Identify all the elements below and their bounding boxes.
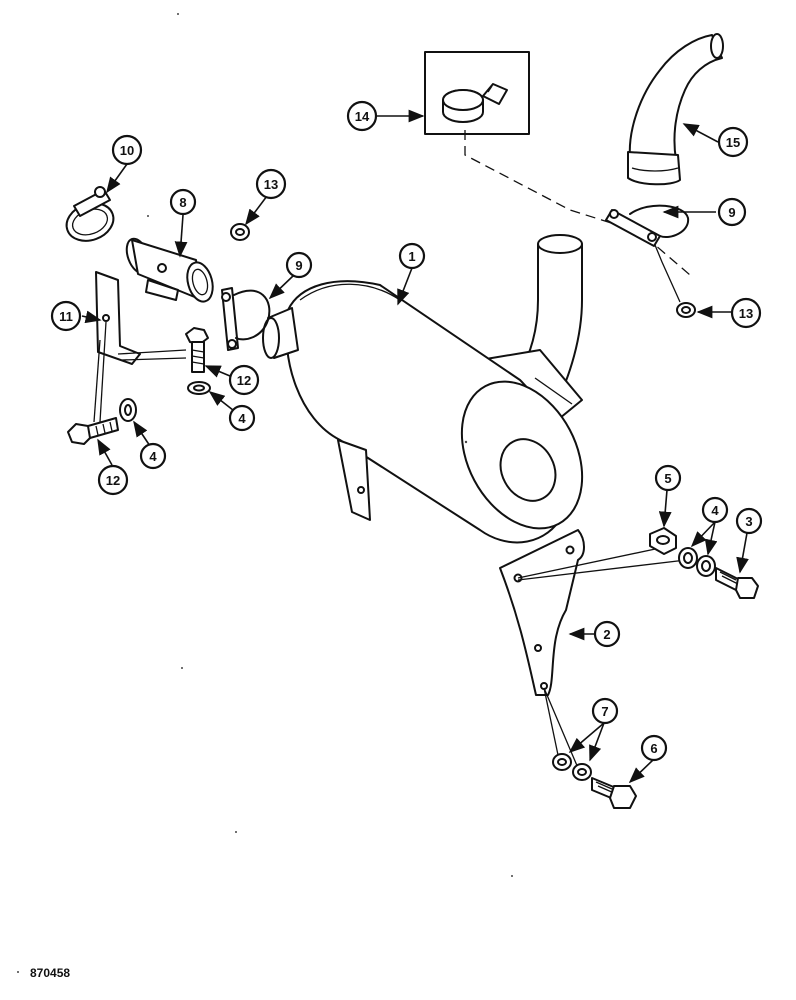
rain-cap-detail-box (424, 51, 530, 135)
svg-text:4: 4 (238, 411, 246, 426)
hex-bolt-horizontal (67, 417, 119, 445)
svg-text:9: 9 (728, 205, 735, 220)
hex-bolt-vertical (185, 327, 209, 373)
callout-13-left: 13 (255, 168, 287, 200)
u-bolt-clamp-right (605, 204, 690, 247)
svg-text:4: 4 (711, 503, 719, 518)
exhaust-elbow-pipe (627, 33, 724, 186)
angle-bracket (95, 271, 141, 365)
callout-4-left-lower: 4 (139, 442, 167, 470)
svg-text:13: 13 (739, 306, 753, 321)
callout-15: 15 (717, 126, 749, 158)
support-bracket (499, 529, 585, 696)
lock-washer-left (230, 223, 250, 241)
muffler-body (262, 234, 584, 544)
callout-7: 7 (591, 697, 619, 725)
callout-13-right: 13 (730, 297, 762, 329)
svg-text:11: 11 (59, 309, 73, 324)
leader-lines (81, 109, 749, 784)
callout-8: 8 (169, 188, 197, 216)
svg-text:8: 8 (179, 195, 186, 210)
flat-washers-right (678, 547, 716, 577)
svg-text:12: 12 (106, 473, 120, 488)
svg-text:12: 12 (237, 373, 251, 388)
svg-text:7: 7 (601, 704, 608, 719)
callout-2: 2 (593, 620, 621, 648)
svg-text:14: 14 (355, 109, 370, 124)
print-specks (17, 13, 513, 973)
callout-4-right: 4 (701, 496, 729, 524)
drawing-number: 870458 (30, 966, 71, 980)
svg-text:15: 15 (726, 135, 740, 150)
svg-text:10: 10 (120, 143, 134, 158)
callout-12-lower: 12 (97, 464, 129, 496)
callout-12-upper: 12 (228, 364, 260, 396)
callout-9-left: 9 (285, 251, 313, 279)
callout-1: 1 (398, 242, 426, 270)
svg-text:9: 9 (295, 258, 302, 273)
u-bolt-clamp-left (221, 287, 271, 351)
svg-text:3: 3 (745, 514, 752, 529)
flat-washers-lower (552, 753, 592, 781)
svg-text:5: 5 (664, 471, 671, 486)
svg-text:4: 4 (149, 449, 157, 464)
hose-clamp (65, 186, 115, 242)
svg-text:1: 1 (408, 249, 415, 264)
flat-washer-left-upper (187, 381, 211, 395)
hex-nut (649, 527, 677, 555)
callout-14: 14 (346, 100, 378, 132)
lock-washer-right (676, 302, 696, 318)
cap-to-pipe-dashed-line (464, 130, 691, 276)
svg-text:2: 2 (603, 627, 610, 642)
hex-bolt-upper (715, 567, 759, 599)
callout-4-left-upper: 4 (228, 404, 256, 432)
flat-washer-left-lower (119, 398, 137, 422)
callout-6: 6 (640, 734, 668, 762)
callout-5: 5 (654, 464, 682, 492)
svg-text:6: 6 (650, 741, 657, 756)
callout-11: 11 (50, 300, 82, 332)
hex-bolt-lower (591, 777, 637, 809)
callout-3: 3 (735, 507, 763, 535)
callout-10: 10 (111, 134, 143, 166)
callout-9-right: 9 (717, 197, 747, 227)
svg-text:13: 13 (264, 177, 278, 192)
pipe-adapter (125, 237, 214, 303)
